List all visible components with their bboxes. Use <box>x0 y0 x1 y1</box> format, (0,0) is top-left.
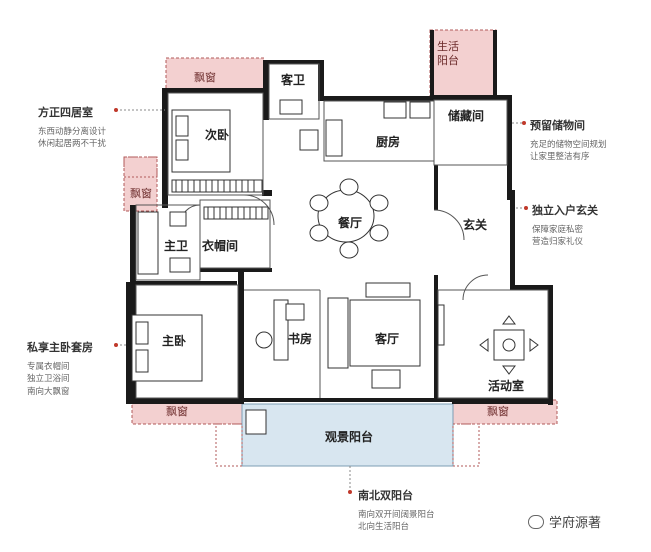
ac-box-top <box>123 156 158 178</box>
watermark-text: 学府源著 <box>549 516 602 531</box>
room-label-study: 书房 <box>288 332 313 346</box>
annotation-line: 东西动静分离设计 <box>38 127 107 137</box>
annotation-title: 南北双阳台 <box>358 489 413 502</box>
scenic-balcony <box>241 403 454 467</box>
room-label-master-bathroom: 主卫 <box>164 239 189 253</box>
watermark: 学府源著 <box>528 512 601 531</box>
room-label-dining: 餐厅 <box>338 216 363 230</box>
annotation-line: 充足的储物空间规划 <box>530 140 607 150</box>
room-label-walk-in-closet: 衣帽间 <box>202 239 239 253</box>
annotation-storage: 预留储物间 充足的储物空间规划 让家里整洁有序 <box>530 117 607 164</box>
wechat-icon <box>528 515 544 529</box>
annotation-title: 私享主卧套房 <box>27 341 93 354</box>
annotation-title: 独立入户玄关 <box>532 204 598 217</box>
room-label-scenic-balcony: 观景阳台 <box>325 430 374 444</box>
room-label-master-bedroom: 主卧 <box>162 334 187 348</box>
annotation-line: 南向双开间阔景阳台 <box>358 510 435 520</box>
room-label-bay-window-top: 飘窗 <box>194 71 216 84</box>
annotation-master-suite: 私享主卧套房 专属衣帽间 独立卫浴间 南向大飘窗 <box>27 339 93 398</box>
annotation-dual-balcony: 南北双阳台 南向双开间阔景阳台 北向生活阳台 <box>358 487 435 534</box>
annotation-line: 专属衣帽间 <box>27 362 70 372</box>
annotation-line: 休闲起居两不干扰 <box>38 139 107 150</box>
room-label-activity-room: 活动室 <box>488 379 525 393</box>
room-label-bay-window-bottom-left: 飘窗 <box>166 405 188 418</box>
annotation-line: 保障家庭私密 <box>532 225 584 235</box>
annotation-line: 独立卫浴间 <box>27 374 70 385</box>
annotation-entry-foyer: 独立入户玄关 保障家庭私密 营造归家礼仪 <box>532 202 598 249</box>
room-label-kitchen: 厨房 <box>376 135 401 149</box>
bay-window-top <box>165 57 265 91</box>
room-label-foyer: 玄关 <box>463 218 488 232</box>
annotation-line: 北向生活阳台 <box>358 522 410 533</box>
annotation-four-bedroom: 方正四居室 东西动静分离设计 休闲起居两不干扰 <box>38 104 106 151</box>
room-label-second-bedroom: 次卧 <box>205 128 230 142</box>
ac-box-right <box>452 423 480 467</box>
room-label-utility-balcony: 生活 阳台 <box>437 40 459 67</box>
room-label-bay-window-bottom-right: 飘窗 <box>487 405 509 418</box>
room-label-guest-bathroom: 客卫 <box>281 73 306 87</box>
ac-box-left <box>215 423 243 467</box>
walls <box>126 30 553 405</box>
annotation-line: 营造归家礼仪 <box>532 237 584 248</box>
annotation-title: 方正四居室 <box>38 106 93 119</box>
annotation-line: 让家里整洁有序 <box>530 152 590 163</box>
annotation-line: 南向大飘窗 <box>27 386 70 397</box>
room-label-living-room: 客厅 <box>375 332 400 346</box>
room-label-bay-window-left: 飘窗 <box>130 187 152 200</box>
bay-window-left <box>123 156 158 212</box>
room-label-storage: 储藏间 <box>448 109 485 123</box>
annotation-title: 预留储物间 <box>530 119 585 132</box>
